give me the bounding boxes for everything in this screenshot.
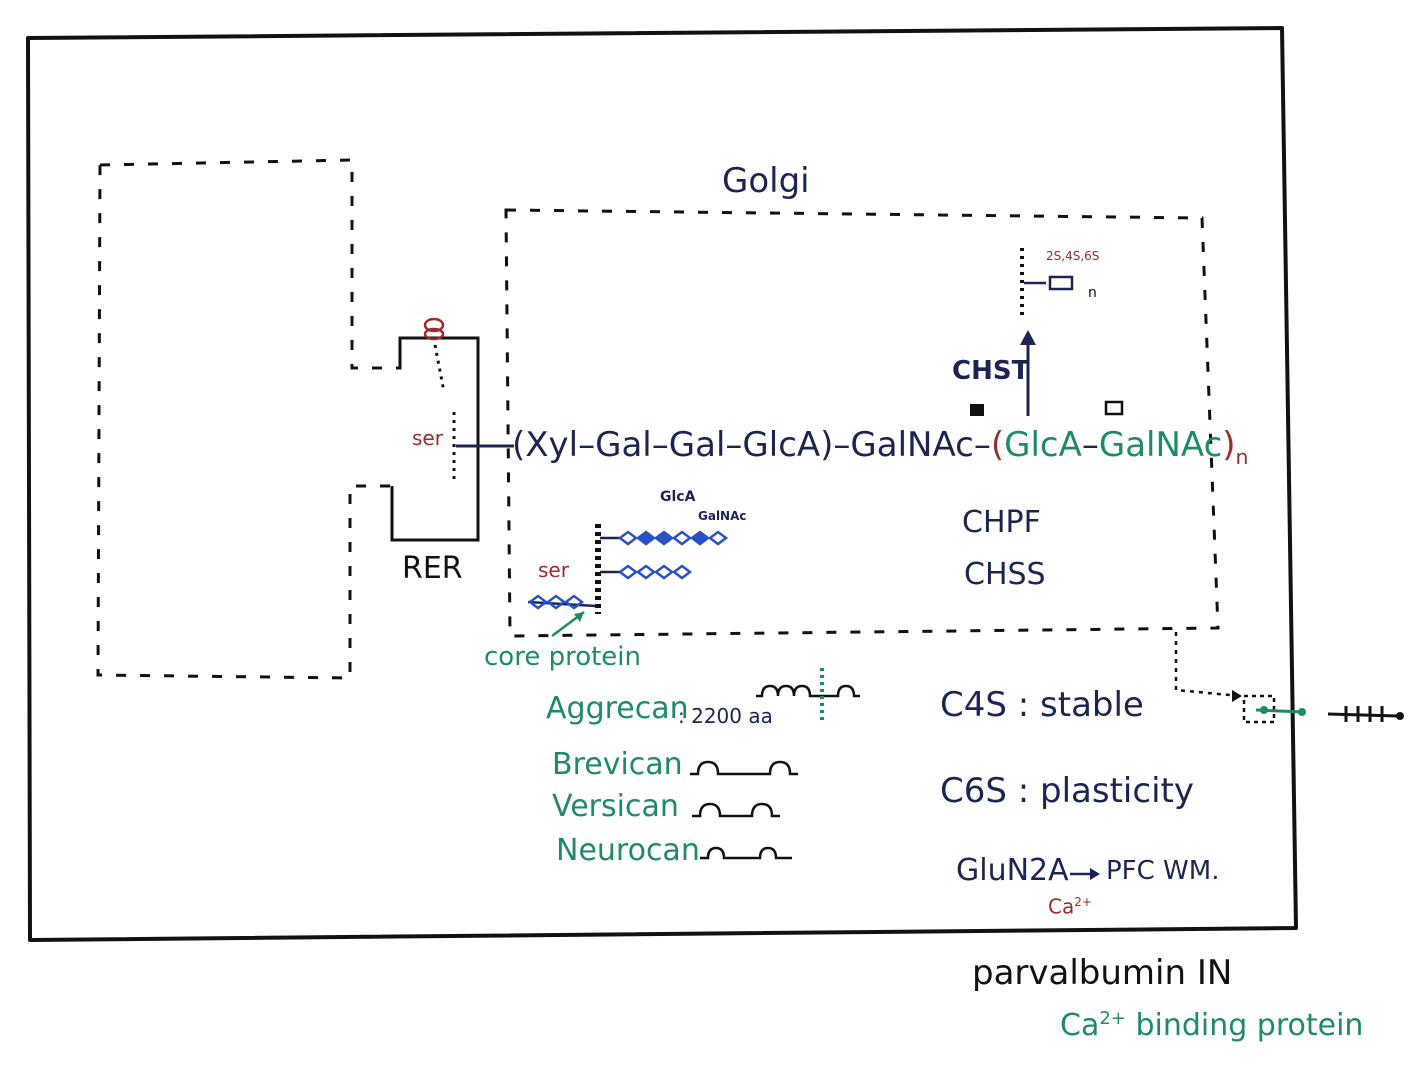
neurocan-label: Neurocan [556,833,700,868]
rer-outline [390,336,480,542]
core-protein-label: core protein [484,642,642,672]
chss-label: CHSS [964,557,1046,592]
gag-chain-2 [617,564,693,580]
linkage-chain: (Xyl–Gal–Gal–GlcA)–GalNAc–(GlcA–GalNAc)n [512,425,1249,469]
chain-open-paren: ( [512,425,526,465]
calcium-symbol: Ca [1048,894,1075,919]
chain-glca: GlcA [742,425,821,465]
secreted-proteoglycan-icon [1327,706,1401,722]
ribosome-icon [423,317,445,333]
parvalbumin-label: parvalbumin IN [972,953,1233,993]
mini-galnac-label: GalNAc [698,509,747,523]
gag-chain-1 [617,530,729,546]
golgi-outline [504,208,1220,638]
ca-binding-symbol: Ca [1060,1008,1100,1043]
chpf-label: CHPF [962,505,1041,540]
ser-label-golgi: ser [538,558,569,582]
chain-xyl: Xyl [525,425,579,465]
chain-galnac: GalNAc [850,425,974,465]
chst-label: CHST [952,356,1030,386]
neurocan-domain-glyph [700,846,792,860]
cell-boundary [26,26,1298,942]
rer-label: RER [402,551,463,586]
filled-square-icon [970,404,984,416]
brevican-label: Brevican [552,747,683,782]
repeat-open-paren: ( [990,425,1005,465]
calcium-label: Ca2+ [1048,896,1092,917]
sulfated-n: n [1088,285,1097,301]
glun2a-label: GluN2A [956,853,1069,888]
ca-binding-charge: 2+ [1099,1008,1126,1029]
mini-glca-label: GlcA [660,489,696,505]
aggrecan-domain-glyph [756,684,860,698]
c6s-label: C6S : plasticity [940,771,1194,811]
chain-close-paren: ) [820,425,834,465]
repeat-galnac: GalNAc [1098,425,1223,465]
brevican-domain-glyph [690,760,798,776]
calcium-charge: 2+ [1074,895,1092,909]
gag-chain-3 [527,594,585,610]
secretion-path [1174,632,1241,698]
sulfation-positions: 2S,4S,6S [1046,249,1100,263]
c4s-label: C4S : stable [940,685,1144,725]
ser-label-rer: ser [412,426,443,450]
vesicle-icon [1242,694,1276,724]
nucleus-outline [96,158,480,680]
versican-label: Versican [552,789,679,824]
golgi-label: Golgi [722,161,810,201]
open-square-icon [1104,400,1124,416]
nascent-peptide [433,344,446,393]
ca-binding-protein-label: Ca2+ binding protein [1060,1010,1363,1041]
versican-domain-glyph [692,802,780,818]
ca-binding-text: binding protein [1135,1008,1364,1043]
chain-gal1: Gal [595,425,652,465]
repeat-n: n [1235,444,1249,469]
aggrecan-label: Aggrecan [546,691,689,726]
repeat-glca: GlcA [1004,425,1082,465]
repeat-close-paren: ) [1222,425,1236,465]
aggrecan-length: : 2200 aa [678,704,773,728]
chain-gal2: Gal [668,425,726,465]
pfc-wm-label: PFC WM. [1106,856,1220,886]
